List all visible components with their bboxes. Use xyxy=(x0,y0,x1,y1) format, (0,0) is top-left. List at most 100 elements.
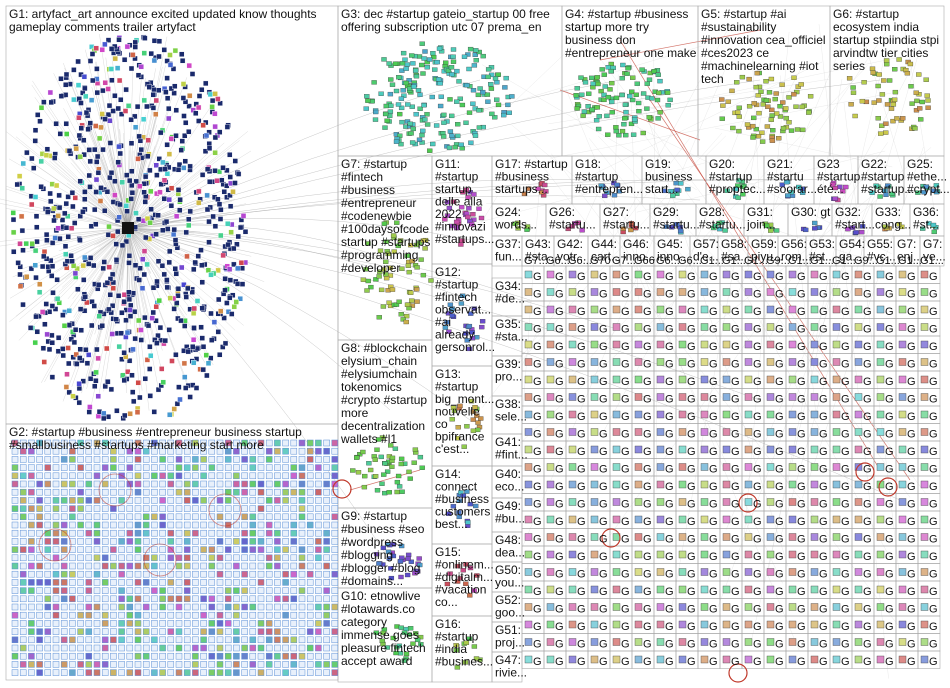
small-cell-label: G xyxy=(885,324,894,336)
node xyxy=(107,118,112,123)
node xyxy=(315,588,321,594)
small-cell-label: G xyxy=(753,446,762,458)
node xyxy=(78,670,84,676)
node xyxy=(380,482,385,486)
node xyxy=(425,65,430,69)
node xyxy=(465,215,470,219)
node xyxy=(767,411,774,418)
node xyxy=(324,465,330,471)
node xyxy=(162,272,167,277)
node xyxy=(53,506,59,512)
node xyxy=(679,411,686,418)
node xyxy=(723,534,730,541)
node xyxy=(315,563,321,569)
node xyxy=(315,473,321,479)
node xyxy=(283,489,289,495)
small-cell-label: G xyxy=(929,446,938,458)
node xyxy=(774,112,779,116)
small-cell-label: G xyxy=(621,341,630,353)
node xyxy=(178,397,183,402)
node xyxy=(94,177,99,182)
node xyxy=(266,571,272,577)
node xyxy=(324,522,330,528)
node xyxy=(569,464,576,471)
small-cell-label: G xyxy=(687,324,696,336)
node xyxy=(102,661,108,667)
node xyxy=(78,522,84,528)
node xyxy=(160,579,166,585)
node xyxy=(88,159,93,164)
node xyxy=(205,193,210,198)
node xyxy=(192,497,198,503)
node xyxy=(33,195,38,200)
node xyxy=(789,446,796,453)
node xyxy=(250,497,256,503)
small-cell-label: G xyxy=(929,429,938,441)
node xyxy=(430,51,435,55)
node xyxy=(86,661,92,667)
node xyxy=(238,225,243,230)
node xyxy=(774,92,779,96)
node xyxy=(390,456,395,460)
small-cell-label: G xyxy=(731,271,740,283)
node xyxy=(165,227,170,232)
node xyxy=(127,297,132,302)
node xyxy=(196,200,201,205)
node xyxy=(591,324,598,331)
node xyxy=(181,82,186,87)
node xyxy=(176,653,182,659)
node xyxy=(233,604,239,610)
node xyxy=(635,359,642,366)
node xyxy=(324,473,330,479)
node xyxy=(216,297,221,302)
node xyxy=(167,327,172,332)
node xyxy=(127,645,133,651)
node xyxy=(789,481,796,488)
node xyxy=(233,612,239,618)
node xyxy=(174,214,179,219)
node xyxy=(657,516,664,523)
node xyxy=(151,489,157,495)
node xyxy=(57,193,62,198)
node xyxy=(635,481,642,488)
node xyxy=(186,223,191,228)
node xyxy=(569,411,576,418)
node xyxy=(274,481,280,487)
node xyxy=(315,489,321,495)
node xyxy=(377,274,382,278)
small-cell-label: G xyxy=(797,341,806,353)
node xyxy=(274,473,280,479)
node xyxy=(37,653,43,659)
node xyxy=(37,661,43,667)
small-cell-label: G xyxy=(643,271,652,283)
node xyxy=(129,117,134,122)
node xyxy=(28,497,34,503)
node xyxy=(37,670,43,676)
node xyxy=(45,547,51,553)
node xyxy=(833,656,840,663)
node xyxy=(139,328,144,333)
node xyxy=(613,429,620,436)
node xyxy=(44,232,49,237)
small-cell-label: G xyxy=(775,411,784,423)
node xyxy=(169,136,174,141)
node xyxy=(613,271,620,278)
node xyxy=(899,656,906,663)
node xyxy=(472,63,477,67)
node xyxy=(594,118,599,122)
node xyxy=(151,563,157,569)
node xyxy=(266,456,272,462)
node xyxy=(206,268,211,273)
node xyxy=(49,333,54,338)
node xyxy=(58,131,63,136)
node xyxy=(291,489,297,495)
node xyxy=(324,555,330,561)
small-cell-label: G xyxy=(599,656,608,668)
node xyxy=(258,563,264,569)
node xyxy=(223,288,228,293)
node xyxy=(173,238,178,243)
node xyxy=(231,246,236,251)
node xyxy=(53,604,59,610)
node xyxy=(192,637,198,643)
small-cell-label: G xyxy=(555,429,564,441)
